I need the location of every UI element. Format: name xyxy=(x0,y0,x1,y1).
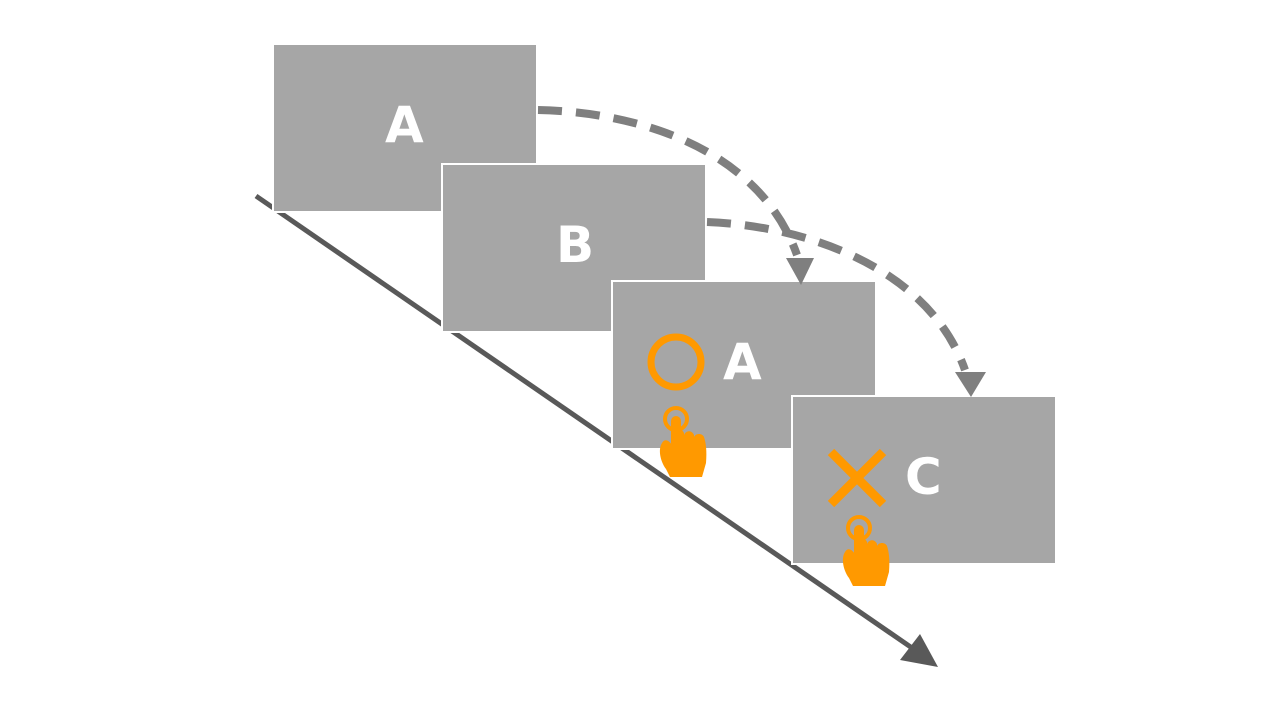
dashed-arrow-b-to-c xyxy=(706,218,969,372)
dashed-arrowhead-c xyxy=(955,372,986,397)
dashed-arrowhead-a xyxy=(786,258,814,285)
timeline-arrowhead xyxy=(900,634,938,667)
dashed-arrow-a-to-a xyxy=(537,106,801,257)
cross-icon xyxy=(827,448,887,508)
stimulus-label-1: A xyxy=(385,96,424,154)
stimulus-label-4: C xyxy=(905,448,942,506)
timeline-arrow xyxy=(254,193,917,653)
stimulus-card-4: C xyxy=(791,395,1057,565)
stimulus-label-3: A xyxy=(723,333,762,391)
circle-icon xyxy=(647,333,705,391)
tap-hand-icon xyxy=(842,515,890,586)
tap-hand-icon xyxy=(659,406,707,477)
stimulus-label-2: B xyxy=(556,216,595,274)
